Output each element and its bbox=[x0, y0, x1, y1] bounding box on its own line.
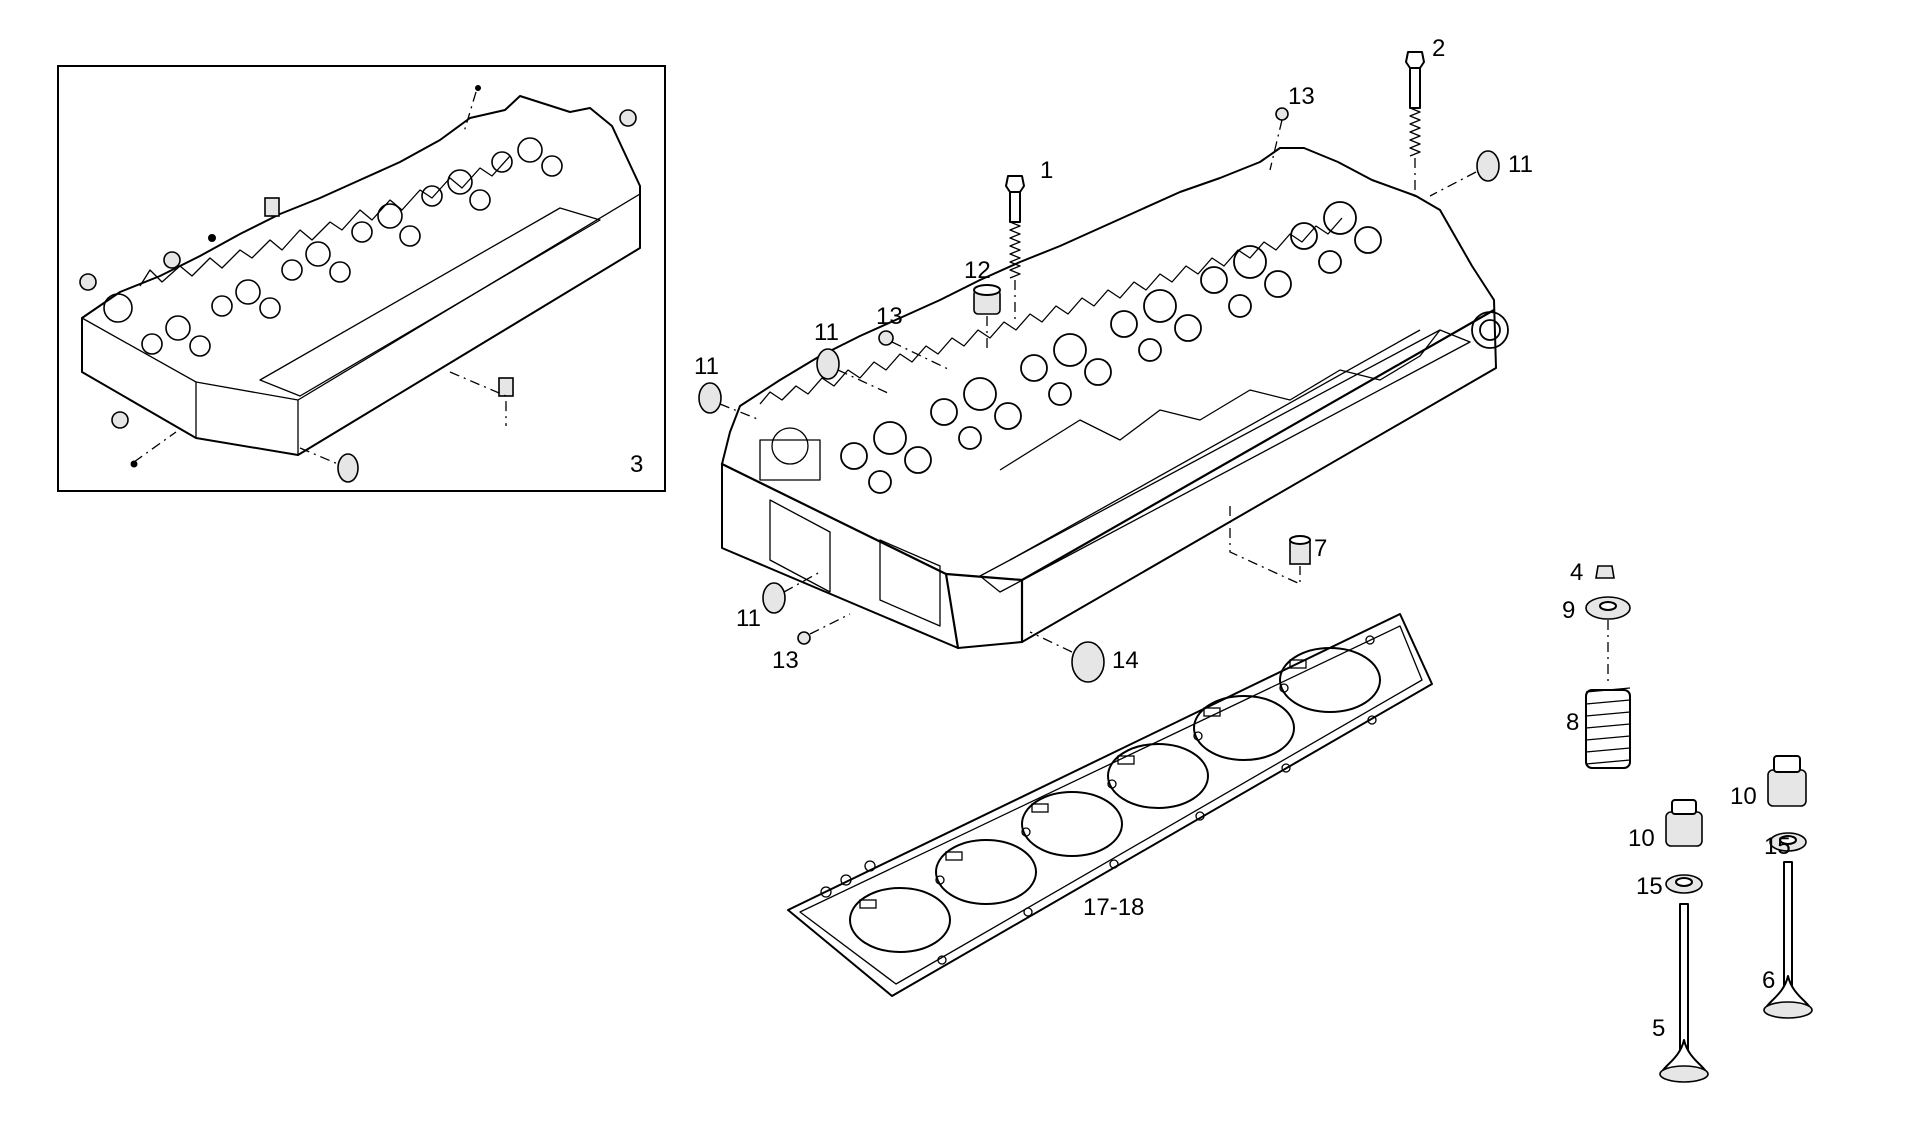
washer-15-right: 15 bbox=[1764, 832, 1807, 860]
inset-label: 3 bbox=[630, 451, 643, 478]
washer-15-left: 15 bbox=[1636, 873, 1703, 900]
callout-10-right: 10 bbox=[1730, 783, 1757, 810]
callout-7: 7 bbox=[1314, 535, 1327, 562]
callout-12: 12 bbox=[964, 257, 991, 284]
valve-stem-seal-10-right: 10 bbox=[1730, 755, 1807, 810]
callout-14: 14 bbox=[1112, 647, 1139, 674]
valve-spring-8: 8 bbox=[1566, 687, 1631, 769]
callout-6: 6 bbox=[1762, 967, 1775, 994]
seal-11-bottom: 11 bbox=[736, 571, 821, 632]
head-bolt-2: 2 bbox=[1405, 35, 1445, 200]
valve-6: 6 bbox=[1762, 861, 1813, 1019]
callout-15-right: 15 bbox=[1764, 833, 1791, 860]
plug-13-middle: 13 bbox=[876, 303, 951, 371]
spring-retainer-9: 9 bbox=[1562, 596, 1631, 686]
callout-2: 2 bbox=[1432, 35, 1445, 62]
callout-11-left: 11 bbox=[694, 353, 719, 380]
seal-11-top-right: 11 bbox=[1429, 150, 1533, 197]
cylinder-head bbox=[720, 147, 1509, 650]
callout-11-top-right: 11 bbox=[1508, 151, 1533, 178]
head-gasket: 17-18 bbox=[787, 613, 1433, 997]
callout-5: 5 bbox=[1652, 1015, 1665, 1042]
callout-8: 8 bbox=[1566, 709, 1579, 736]
callout-15-left: 15 bbox=[1636, 873, 1663, 900]
callout-10-left: 10 bbox=[1628, 825, 1655, 852]
plug-13-top: 13 bbox=[1269, 83, 1315, 171]
callout-13-middle: 13 bbox=[876, 303, 903, 330]
callout-17-18: 17-18 bbox=[1083, 894, 1144, 921]
seal-11-mid: 11 bbox=[814, 319, 891, 395]
callout-13-bottom: 13 bbox=[772, 647, 799, 674]
callout-9: 9 bbox=[1562, 597, 1575, 624]
valve-keeper-4: 4 bbox=[1570, 559, 1615, 586]
plug-14: 14 bbox=[1029, 631, 1139, 683]
inset-frame bbox=[57, 65, 666, 492]
valve-5: 5 bbox=[1652, 903, 1709, 1083]
cap-7: 7 bbox=[1229, 506, 1327, 586]
callout-1: 1 bbox=[1040, 157, 1053, 184]
inset-cylinder-head bbox=[81, 95, 641, 456]
valve-stem-seal-10-left: 10 bbox=[1628, 799, 1703, 852]
callout-13-top: 13 bbox=[1288, 83, 1315, 110]
callout-11-mid: 11 bbox=[814, 319, 839, 346]
seal-11-left: 11 bbox=[694, 353, 761, 421]
plug-13-bottom: 13 bbox=[772, 613, 851, 674]
callout-4: 4 bbox=[1570, 559, 1583, 586]
inset-assembly-view: 3 bbox=[57, 65, 666, 492]
head-bolt-1: 1 bbox=[1005, 157, 1053, 320]
plug-12: 12 bbox=[964, 257, 1001, 350]
callout-11-bottom: 11 bbox=[736, 605, 761, 632]
